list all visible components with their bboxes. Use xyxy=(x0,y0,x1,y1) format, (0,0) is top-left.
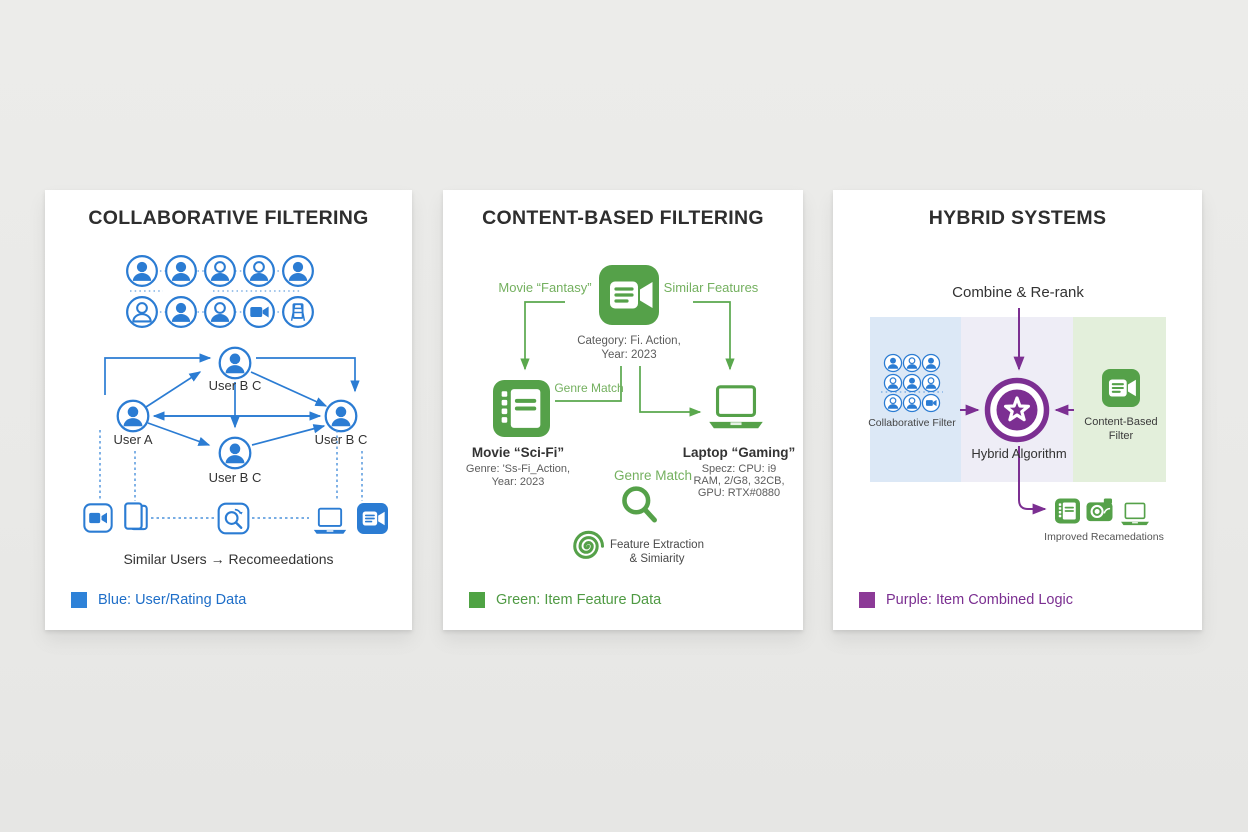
legend-swatch-blue xyxy=(71,592,87,608)
hybrid-arrows xyxy=(960,308,1074,515)
hybrid-diagram xyxy=(881,308,1150,526)
legend-label: Purple: Item Combined Logic xyxy=(886,592,1073,608)
user-filled-icon xyxy=(218,346,252,380)
magnifier-icon xyxy=(624,489,654,520)
feature-extraction-label-2: & Simiarity xyxy=(629,553,685,565)
movie-fantasy-label: Movie “Fantasy” xyxy=(498,280,592,295)
center-item-detail-1: Category: Fi. Action, xyxy=(577,335,681,347)
card-title: HYBRID SYSTEMS xyxy=(928,207,1107,229)
search-box-icon xyxy=(217,502,250,535)
camera-icon xyxy=(1085,498,1114,523)
card-collaborative-filtering: COLLABORATIVE FILTERING xyxy=(45,190,412,630)
user-filled-icon xyxy=(218,436,252,470)
user-node-label-top: User B C xyxy=(208,378,262,393)
user-filled-icon xyxy=(324,399,358,433)
movie-scifi-detail-2: Year: 2023 xyxy=(491,476,545,488)
combine-rerank-subtitle: Combine & Re-rank xyxy=(952,284,1084,301)
user-filled-icon xyxy=(282,255,314,287)
collaborative-diagram xyxy=(83,255,388,535)
laptop-detail-1: Specz: CPU: i9 xyxy=(701,463,777,475)
movie-scifi-title: Movie “Sci-Fi” xyxy=(471,445,565,460)
content-based-filter-label-2: Filter xyxy=(1108,430,1134,442)
video-chat-icon xyxy=(598,265,660,325)
user-filled-icon xyxy=(165,296,197,328)
laptop-icon xyxy=(312,507,348,535)
legend-purple: Purple: Item Combined Logic xyxy=(859,592,1073,608)
legend-label: Blue: User/Rating Data xyxy=(98,592,247,608)
user-outline-icon xyxy=(204,255,236,287)
movie-notebook-icon xyxy=(1055,498,1080,524)
content-diagram xyxy=(443,265,765,559)
legend-swatch-purple xyxy=(859,592,875,608)
similar-users-caption: Similar Users → Recomeedations xyxy=(123,551,334,567)
laptop-detail-3: GPU: RTX#0880 xyxy=(697,487,781,499)
hybrid-star-badge-icon xyxy=(984,377,1050,443)
legend-green: Green: Item Feature Data xyxy=(469,592,661,608)
user-filled-icon xyxy=(126,255,158,287)
user-outline-icon xyxy=(243,255,275,287)
user-outline-icon xyxy=(204,296,236,328)
genre-match-lower-label: Genre Match xyxy=(613,468,693,483)
video-chat-icon xyxy=(357,503,388,534)
laptop-gaming-title: Laptop “Gaming” xyxy=(682,445,796,460)
user-filled-icon xyxy=(116,399,150,433)
video-camera-icon xyxy=(83,503,113,533)
content-arrows xyxy=(520,301,735,417)
content-based-filter-label-1: Content-Based xyxy=(1084,416,1158,428)
legend-label: Green: Item Feature Data xyxy=(496,592,662,608)
user-node-label-bottom: User B C xyxy=(208,470,262,485)
film-frame-icon xyxy=(282,296,314,328)
video-camera-icon xyxy=(243,296,275,328)
user-outline-icon xyxy=(126,296,158,328)
collaborative-filter-label: Collaborative Filter xyxy=(868,417,956,429)
card-title: COLLABORATIVE FILTERING xyxy=(88,207,369,229)
card-content-based-filtering: CONTENT-BASED FILTERING Movie “Fantasy” … xyxy=(443,190,803,630)
dashed-connectors xyxy=(99,430,363,519)
video-chat-icon xyxy=(1100,369,1142,407)
user-grid-icon xyxy=(881,353,943,413)
laptop-icon xyxy=(1120,502,1150,526)
similar-features-label: Similar Features xyxy=(663,280,759,295)
genre-match-upper-label: Genre Match xyxy=(554,381,624,395)
legend-swatch-green xyxy=(469,592,485,608)
tablet-icon xyxy=(124,502,148,531)
network-arrows xyxy=(104,353,360,446)
card-title: CONTENT-BASED FILTERING xyxy=(482,207,764,229)
card-hybrid-systems: HYBRID SYSTEMS Combine & Re-rank xyxy=(833,190,1202,630)
feature-extraction-label-1: Feature Extraction xyxy=(610,539,704,551)
movie-scifi-detail-1: Genre: 'Ss-Fi_Action, xyxy=(465,463,571,475)
user-node-label-left: User A xyxy=(113,432,153,447)
movie-notebook-icon xyxy=(493,380,550,437)
center-item-detail-2: Year: 2023 xyxy=(601,349,657,361)
laptop-icon xyxy=(707,385,765,430)
improved-recommendations-caption: Improved Recamedations xyxy=(1044,531,1164,543)
laptop-detail-2: RAM, 2/G8, 32CB, xyxy=(693,475,785,487)
user-filled-icon xyxy=(165,255,197,287)
legend-blue: Blue: User/Rating Data xyxy=(71,592,246,608)
hybrid-algorithm-label: Hybrid Algorithm xyxy=(971,446,1067,461)
user-node-label-right: User B C xyxy=(314,432,368,447)
